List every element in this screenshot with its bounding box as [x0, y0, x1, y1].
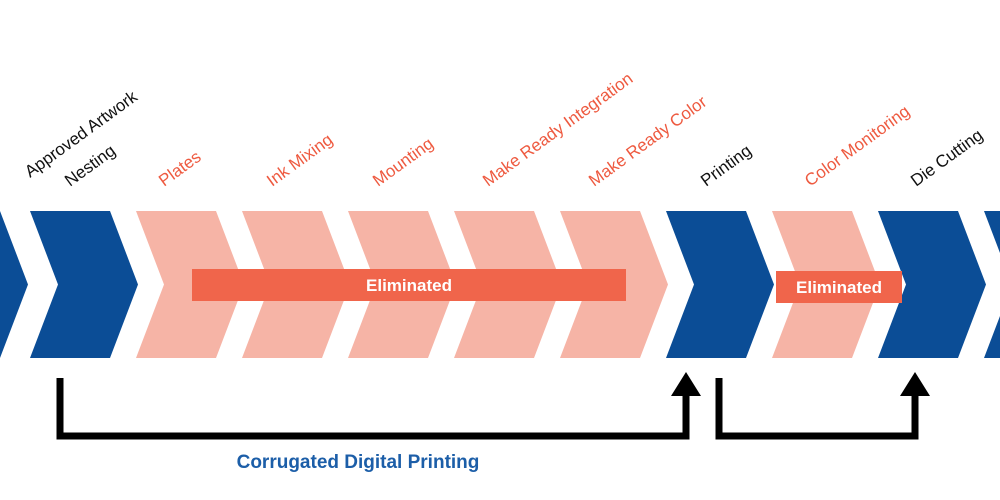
skip-brackets [56, 372, 930, 440]
chevron-step-2 [136, 211, 244, 358]
arrow-up-icon [900, 372, 930, 396]
chevron-step-9 [878, 211, 986, 358]
chevron-step-0 [0, 211, 28, 358]
step-label-7: Printing [697, 141, 755, 190]
step-label-9: Die Cutting [907, 125, 986, 190]
step-label-2: Plates [155, 147, 204, 190]
chevron-step-1 [30, 211, 138, 358]
eliminated-bar-label-0: Eliminated [366, 276, 452, 295]
bracket-arrow-die-cutting [715, 378, 919, 440]
eliminated-bar-0 [192, 269, 626, 301]
eliminated-bar-label-1: Eliminated [796, 278, 882, 297]
arrow-up-icon [671, 372, 701, 396]
step-label-8: Color Monitoring [801, 102, 913, 191]
chevron-step-7 [666, 211, 774, 358]
step-label-4: Mounting [369, 134, 437, 190]
chevron-step-10 [984, 211, 1000, 358]
step-label-3: Ink Mixing [263, 130, 336, 190]
eliminated-bars: Eliminated Eliminated [192, 269, 902, 303]
caption-corrugated-digital-printing: Corrugated Digital Printing [236, 452, 480, 473]
bracket-arrow-digital [56, 378, 690, 440]
eliminated-bar-1 [776, 271, 902, 303]
